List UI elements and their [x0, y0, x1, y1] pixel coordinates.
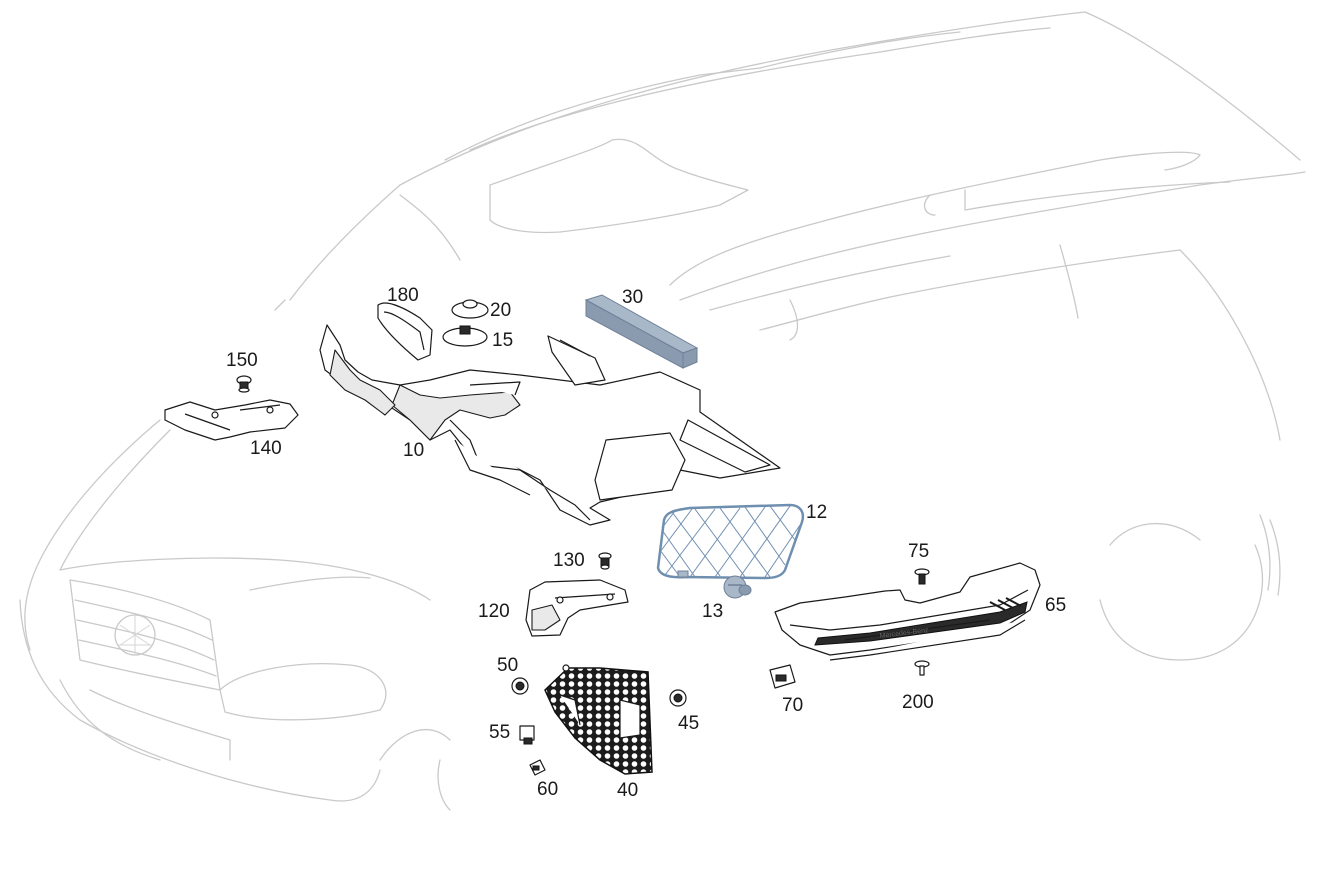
callout-120: 120: [478, 601, 510, 622]
part-12-cargo-net: [656, 503, 805, 580]
part-120-bracket: [525, 579, 629, 637]
callout-70: 70: [782, 695, 803, 716]
part-65-sill-plate: Mercedes-Benz: [774, 562, 1041, 661]
part-45-clip: [669, 689, 687, 707]
part-30-insulation-block: [584, 294, 699, 369]
callout-45: 45: [678, 713, 699, 734]
part-60-clip: [529, 759, 546, 776]
callout-20: 20: [490, 300, 511, 321]
callout-15: 15: [492, 330, 513, 351]
part-55-connector: [519, 725, 535, 745]
part-180-cover: [377, 302, 433, 361]
part-140-bracket: [164, 399, 299, 441]
callout-150: 150: [226, 350, 258, 371]
callout-10: 10: [403, 440, 424, 461]
part-20-cap: [451, 299, 489, 319]
part-50-clip: [511, 677, 529, 695]
part-13-knob: [723, 575, 752, 599]
callout-60: 60: [537, 779, 558, 800]
callout-50: 50: [497, 655, 518, 676]
callout-75: 75: [908, 541, 929, 562]
callout-12: 12: [806, 502, 827, 523]
callout-labels: 10 12 13 15 20 30 40 45 50 55 60 65 70 7…: [226, 285, 1066, 801]
callout-55: 55: [489, 722, 510, 743]
callout-65: 65: [1045, 595, 1066, 616]
part-130-clip: [598, 552, 612, 570]
callout-180: 180: [387, 285, 419, 306]
callout-30: 30: [622, 287, 643, 308]
callout-140: 140: [250, 438, 282, 459]
part-70-clip: [769, 664, 796, 689]
part-40-grille-panel: [544, 664, 653, 775]
part-10-floor-covering: [319, 324, 781, 526]
callout-130: 130: [553, 550, 585, 571]
callout-13: 13: [702, 601, 723, 622]
part-150-clip: [236, 375, 252, 393]
callout-40: 40: [617, 780, 638, 801]
part-15-grommet: [442, 325, 488, 347]
vehicle-outline: [19, 11, 1306, 811]
part-75-screw: [914, 568, 930, 585]
part-200-screw: [914, 660, 930, 676]
callout-200: 200: [902, 692, 934, 713]
